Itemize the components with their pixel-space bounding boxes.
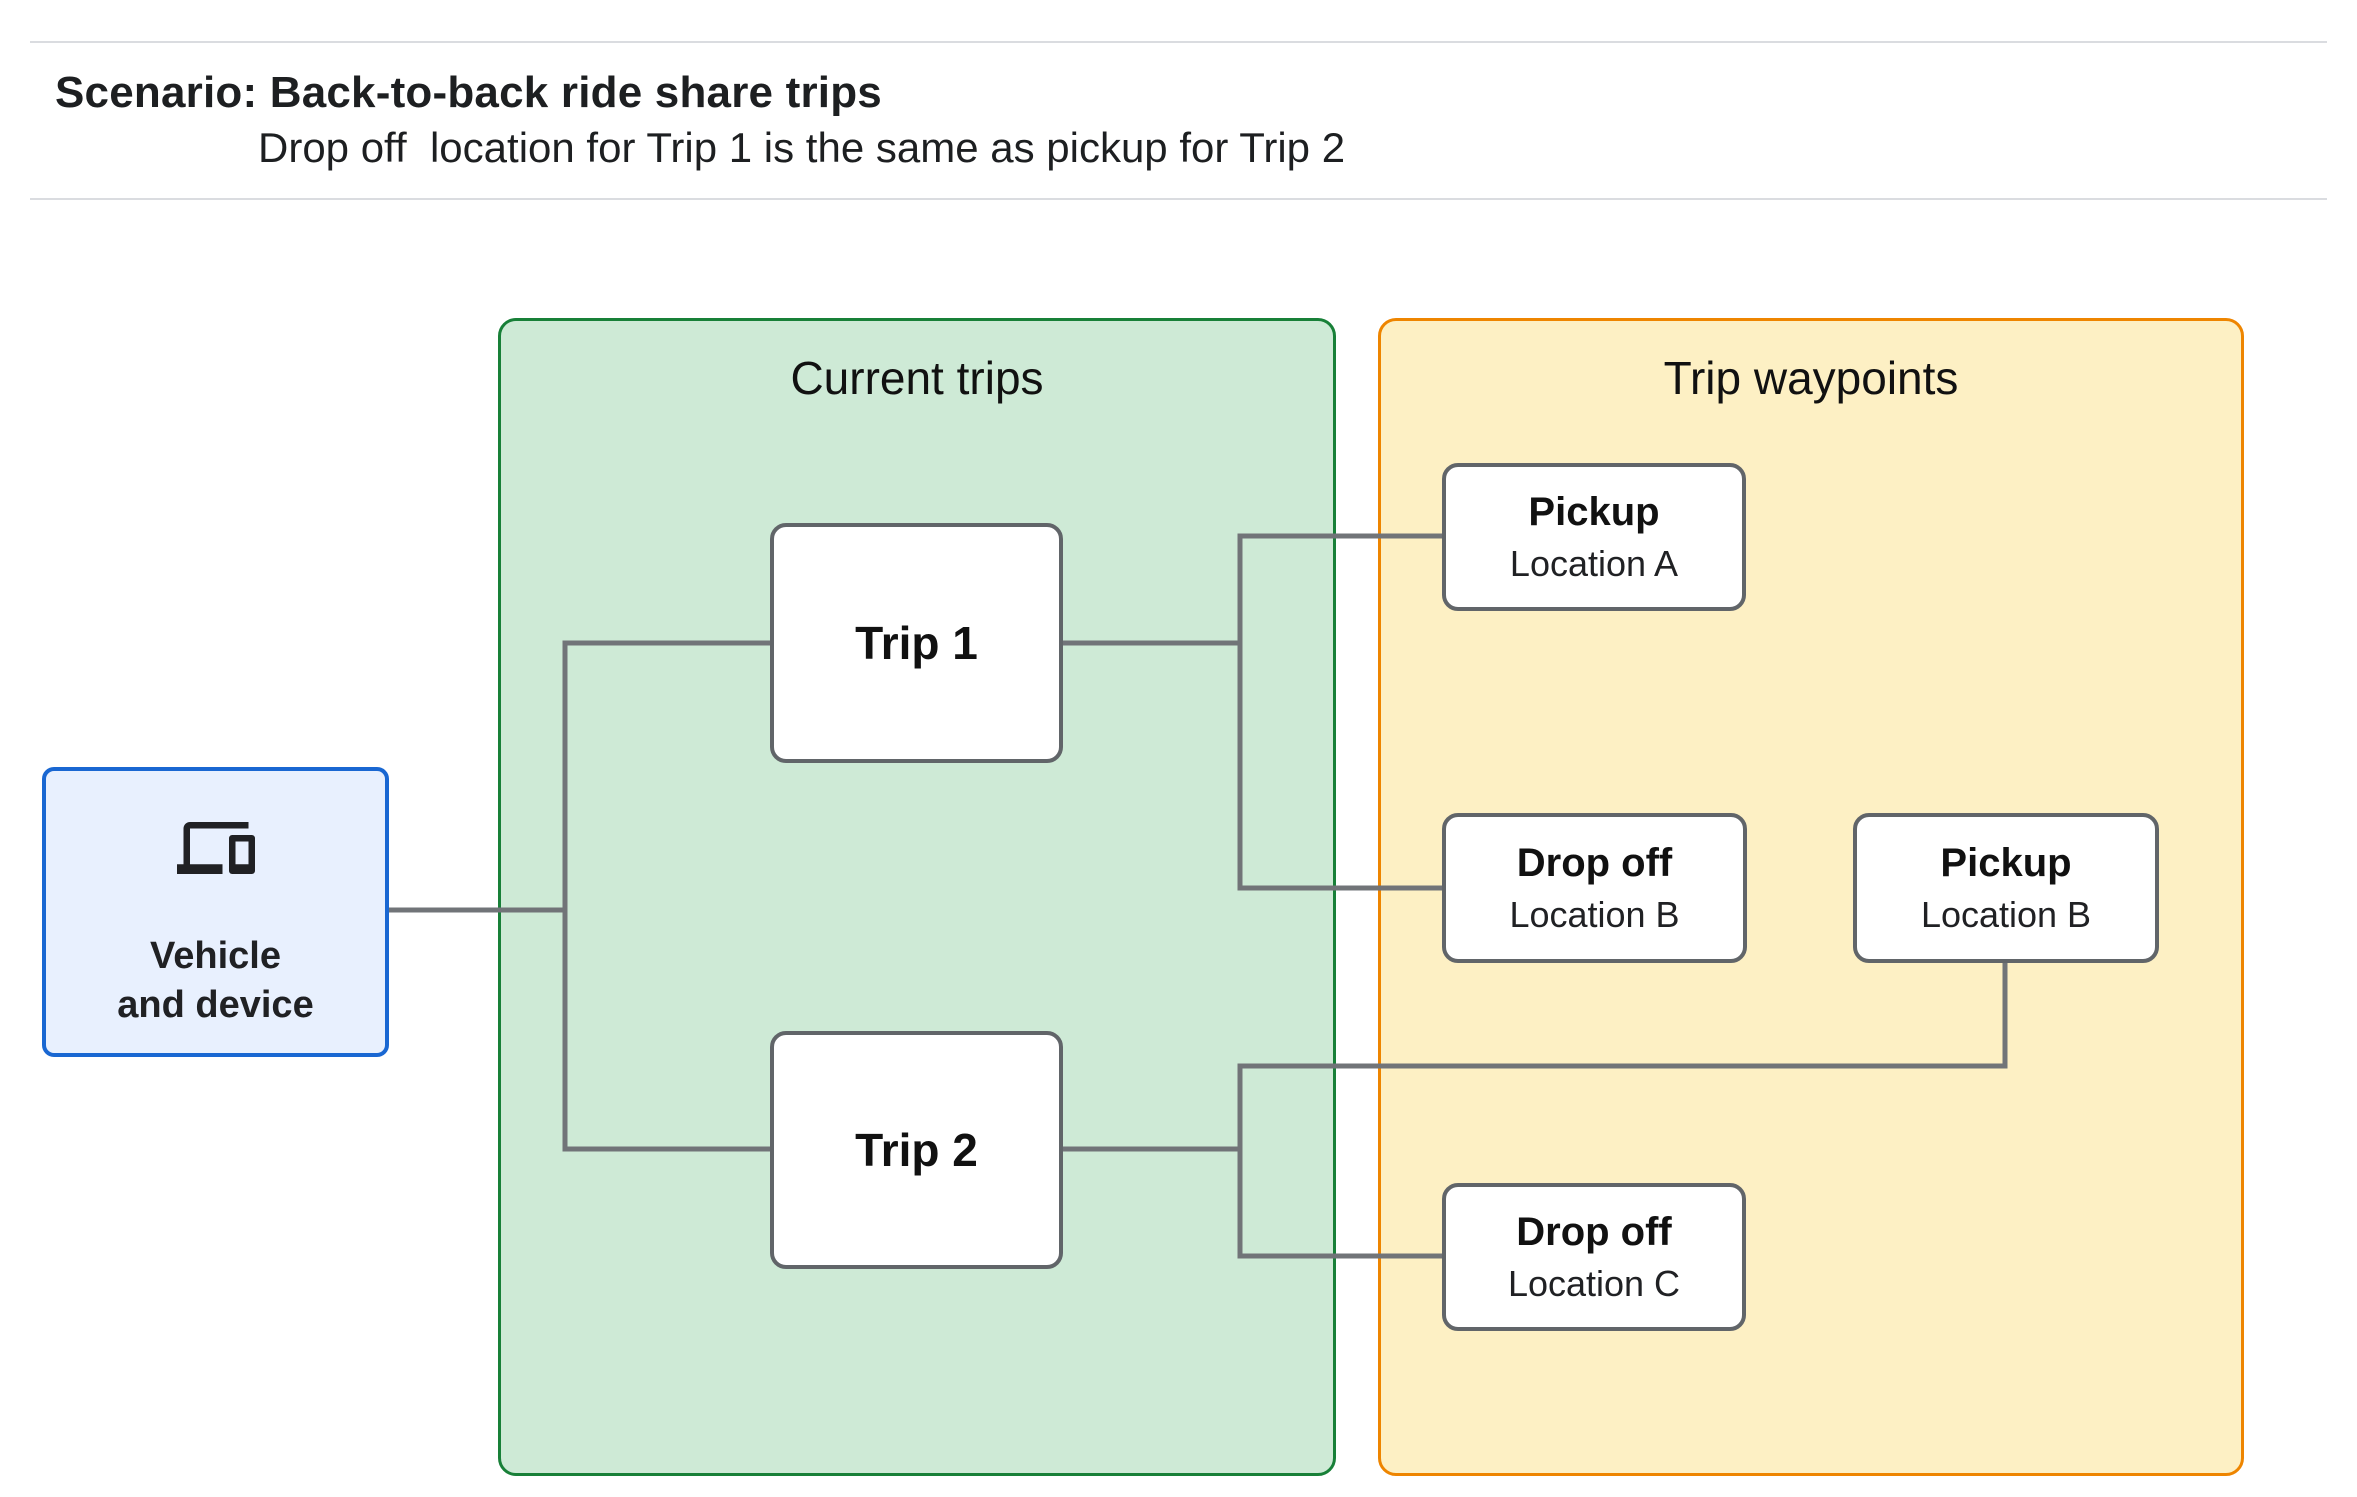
trip-waypoints-label: Trip waypoints <box>1663 352 1959 404</box>
current-trips-label: Current trips <box>790 352 1044 404</box>
waypoint-subtitle: Location B <box>1509 893 1680 935</box>
waypoint-title: Drop off <box>1516 1209 1672 1254</box>
trip-2-node: Trip 2 <box>770 1031 1063 1269</box>
trip-2-label: Trip 2 <box>855 1124 978 1176</box>
waypoint-subtitle: Location B <box>1920 893 2092 935</box>
waypoint-pickup-location-a: Pickup Location A <box>1442 463 1746 611</box>
header-top-divider <box>30 41 2327 43</box>
waypoint-subtitle: Location A <box>1509 542 1679 584</box>
vehicle-node: Vehicle and device <box>42 767 389 1057</box>
edge-trip2-to-waypoints <box>1060 958 2008 1259</box>
devices-icon <box>172 809 260 892</box>
vehicle-node-label: Vehicle and device <box>117 935 314 1026</box>
waypoint-pickup-location-b: Pickup Location B <box>1853 813 2159 963</box>
waypoint-dropoff-location-c: Drop off Location C <box>1442 1183 1746 1331</box>
trip-1-node: Trip 1 <box>770 523 1063 763</box>
waypoint-title: Pickup <box>1940 840 2072 885</box>
page-title: Scenario: Back-to-back ride share trips <box>55 68 882 117</box>
current-trips-container: Current trips <box>498 318 1336 1476</box>
trip-1-label: Trip 1 <box>855 617 978 669</box>
edge-vehicle-to-trips <box>386 640 775 1152</box>
waypoint-title: Drop off <box>1516 840 1673 885</box>
waypoint-subtitle: Location C <box>1507 1262 1681 1304</box>
page-subtitle: Drop off location for Trip 1 is the same… <box>258 124 1346 171</box>
waypoint-dropoff-location-b: Drop off Location B <box>1442 813 1747 963</box>
header-bottom-divider <box>30 198 2327 200</box>
waypoint-title: Pickup <box>1528 489 1660 534</box>
edge-trip1-to-waypoints <box>1060 533 1447 891</box>
